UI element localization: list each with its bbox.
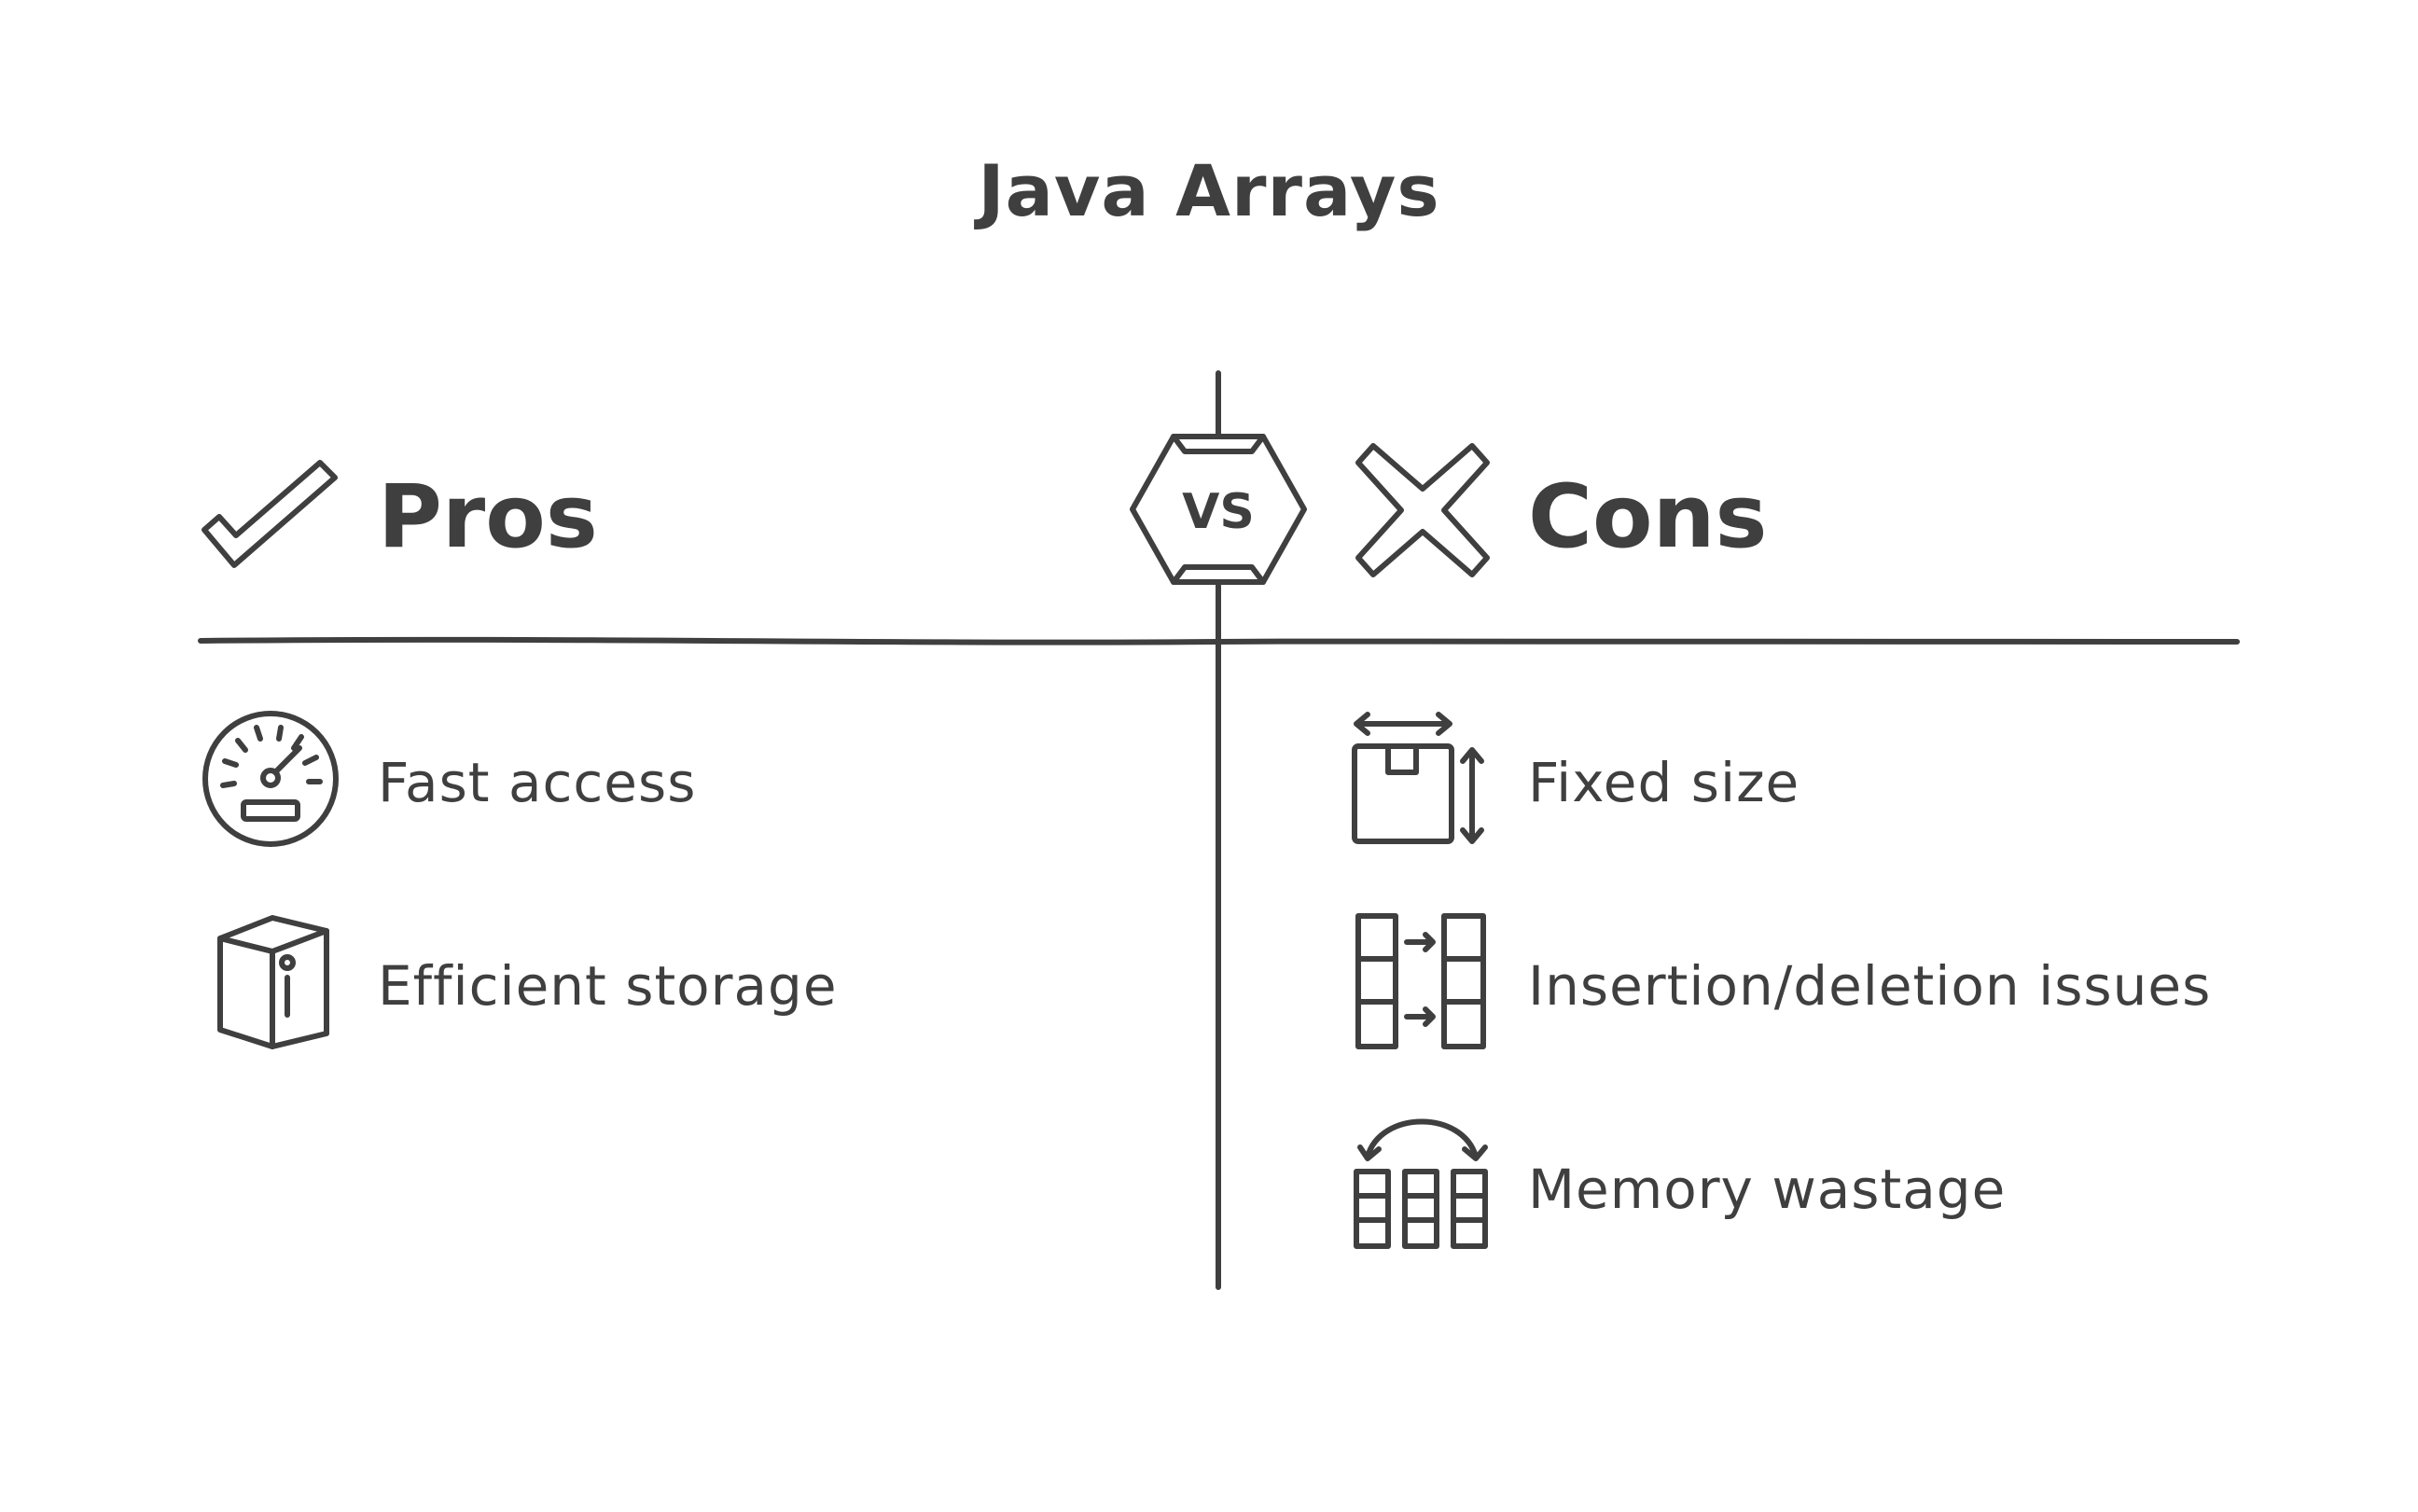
memory-blocks-icon [1354, 1118, 1488, 1249]
cons-item-label: Memory wastage [1528, 1158, 2007, 1221]
vs-label: VS [1182, 484, 1255, 540]
shift-blocks-icon [1355, 913, 1486, 1049]
cons-heading: Cons [1528, 466, 1768, 568]
storage-box-icon [217, 915, 329, 1049]
speedometer-icon [202, 711, 339, 847]
pros-item-label: Efficient storage [378, 954, 838, 1018]
check-icon [202, 460, 338, 568]
pros-heading: Pros [378, 466, 598, 568]
horizontal-divider [198, 636, 2240, 645]
pros-item-label: Fast access [378, 751, 697, 814]
fixed-size-box-icon [1352, 712, 1484, 844]
cons-item-label: Insertion/deletion issues [1528, 954, 2212, 1018]
vs-badge-icon: VS [1130, 434, 1307, 585]
cross-icon [1355, 443, 1490, 577]
cons-item-label: Fixed size [1528, 751, 1800, 814]
page-title: Java Arrays [978, 149, 1440, 232]
